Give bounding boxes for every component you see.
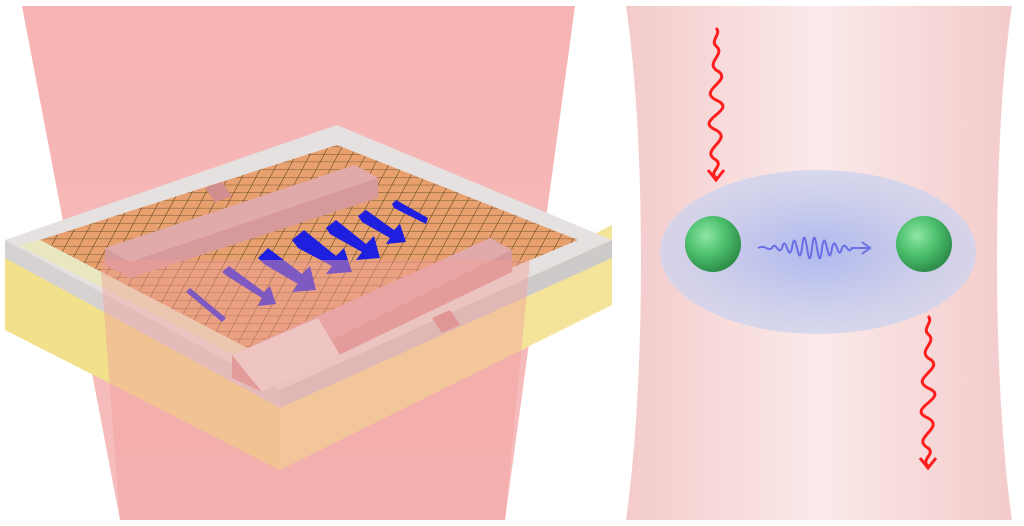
wave-icon: [757, 236, 868, 260]
lower-pad-light-end: [232, 318, 340, 392]
atom-icon: [896, 216, 952, 272]
substrate-strip: [18, 240, 280, 372]
arrows: [186, 200, 428, 322]
right-panel: [626, 6, 1012, 520]
frame-rim-front-left: [5, 240, 280, 408]
substrate-left-face: [5, 245, 280, 470]
arrow-icon: [326, 220, 380, 260]
left-panel: [5, 6, 612, 520]
arrow-icon: [186, 288, 226, 322]
atom-icon: [685, 216, 741, 272]
photon-icon: [918, 314, 938, 471]
laser-beam-front: [100, 260, 530, 520]
arrow-icon: [258, 248, 316, 292]
arrow-icon: [392, 200, 428, 224]
upper-pad-top: [105, 165, 378, 262]
arrow-icon: [358, 210, 406, 244]
photon-icon: [706, 26, 726, 183]
arrow-icon: [222, 266, 276, 306]
upper-connector: [205, 182, 232, 202]
copper-grid: [40, 145, 578, 365]
lower-connector: [432, 310, 460, 333]
wave-arrowhead: [861, 241, 872, 255]
arrow-icon: [292, 230, 352, 274]
